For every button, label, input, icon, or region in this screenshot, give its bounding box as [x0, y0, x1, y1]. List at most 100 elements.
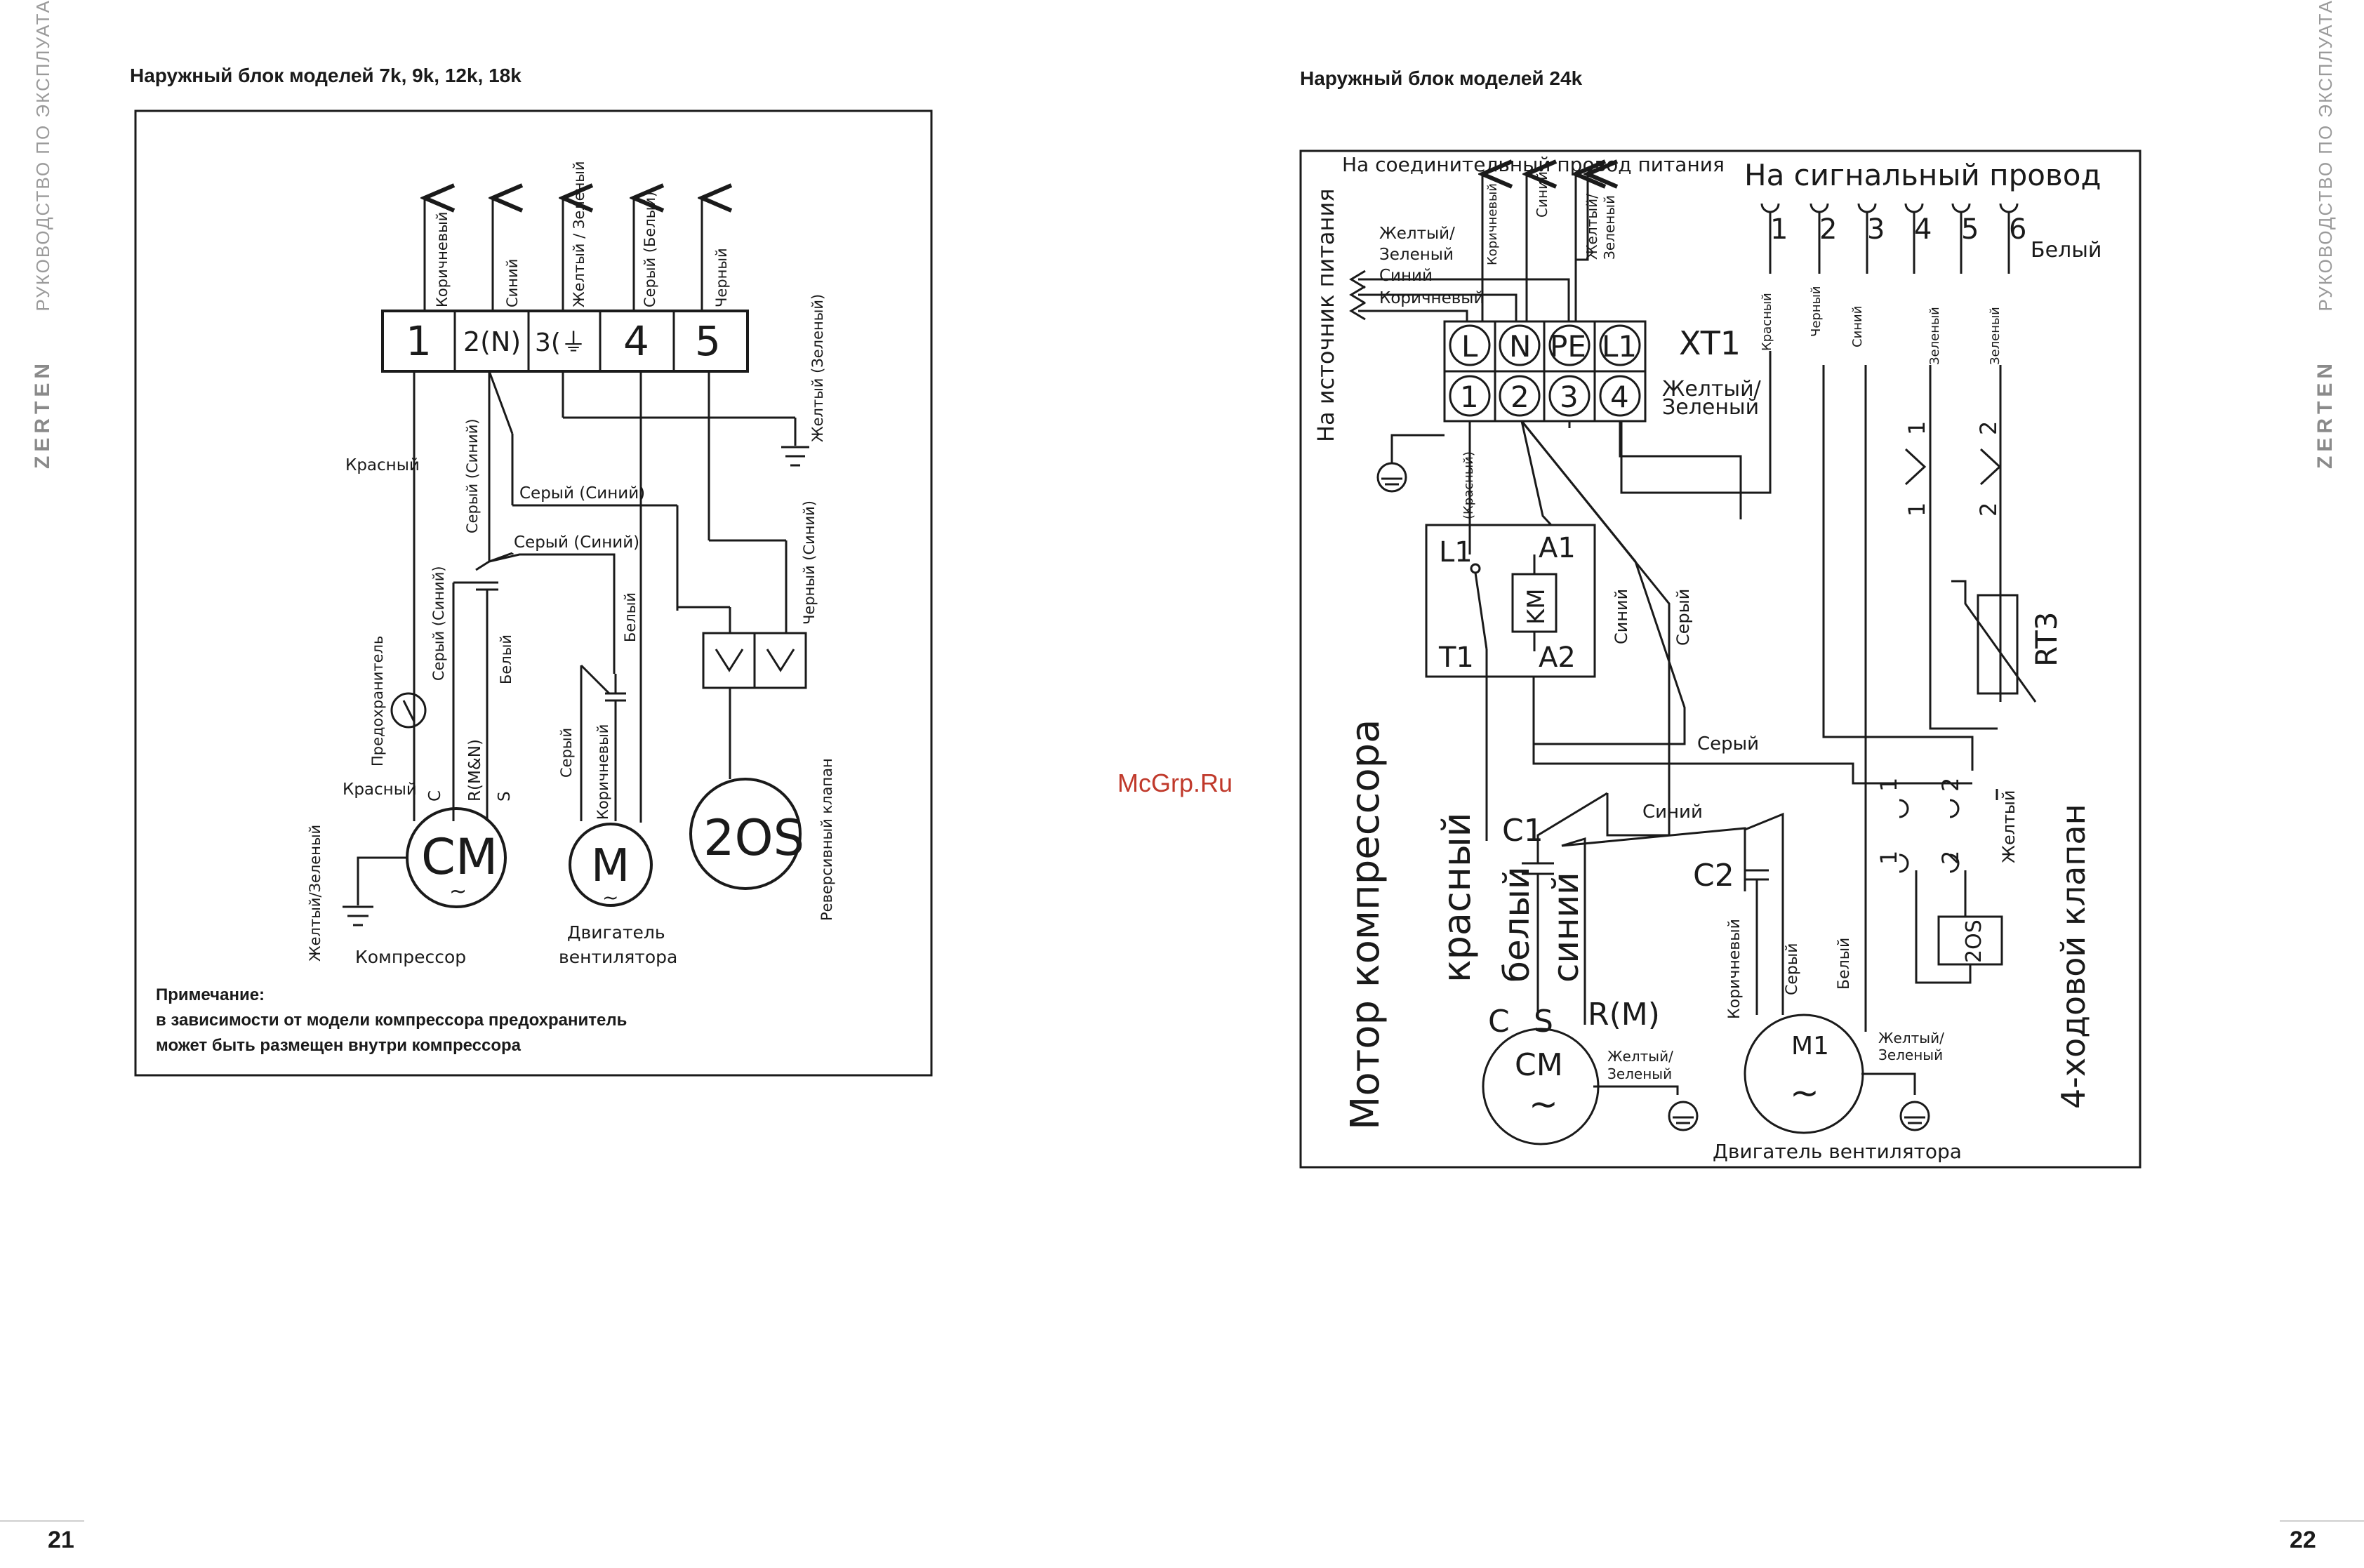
c2-grey: Серый: [1784, 943, 1801, 995]
wire-grey: Серый: [558, 728, 575, 778]
sig-1: 1: [1770, 213, 1788, 246]
up-blue: Синий: [1534, 171, 1550, 218]
red-big: красный: [1435, 812, 1479, 983]
fan-label-2: вентилятора: [559, 947, 677, 967]
wire-red-1: Красный: [345, 456, 420, 474]
right-frame: [1299, 150, 2141, 1169]
wire-blue-h: Синий: [1642, 802, 1703, 823]
m1-white: Белый: [1835, 938, 1853, 990]
left-page-title: Наружный блок моделей 7k, 9k, 12k, 18k: [130, 65, 522, 86]
note-title: Примечание:: [156, 985, 265, 1004]
left-frame: [134, 109, 933, 1077]
c2-brown: Коричневый: [1726, 919, 1744, 1019]
wire-brown: Коричневый: [434, 212, 451, 307]
valve-1b: 1: [1875, 851, 1902, 865]
src-yg2: Зеленый: [1379, 246, 1454, 264]
cm-label: CM: [421, 828, 498, 886]
left-terminal-block: [381, 310, 749, 373]
xt1-L: L: [1461, 329, 1478, 364]
left-wiring-diagram: 1 2(N) 3(⏚ 4 5 Коричневый Синий Желтый /…: [134, 109, 933, 1077]
wire-yg-comp: Желтый/Зеленый: [307, 825, 324, 962]
left-term-5: 5: [695, 317, 721, 365]
c1-label: C1: [1502, 813, 1543, 849]
sig-blue: Синий: [1850, 306, 1865, 347]
left-2os: [689, 778, 802, 890]
right-cm-label: CM: [1515, 1047, 1563, 1083]
left-term-4: 4: [623, 317, 649, 365]
note-line-2: может быть размещен внутри компрессора: [156, 1036, 521, 1055]
rt3-thermistor: [1977, 594, 2019, 695]
white-big: белый: [1496, 866, 1537, 983]
page-line-left: [0, 1520, 84, 1522]
pin-s: S: [496, 791, 514, 802]
power-source-label: На источник питания: [1313, 188, 1339, 442]
fan-label-1: Двигатель: [567, 922, 665, 943]
wire-black: Черный: [713, 248, 730, 307]
reverse-valve-label: Реверсивный клапан: [818, 758, 835, 921]
wire-white-1: Белый: [498, 634, 514, 684]
contact-1a: 1: [1904, 421, 1930, 435]
m1-yg2: Зеленый: [1878, 1047, 1943, 1063]
xt1-4: 4: [1610, 380, 1629, 414]
page-number-right: 22: [2290, 1527, 2316, 1553]
wire-brown-2: Коричневый: [595, 724, 611, 820]
cm-rm: R(M): [1588, 997, 1660, 1032]
left-term-3: 3(⏚: [535, 328, 586, 357]
contact-2b: 2: [1975, 503, 2002, 517]
m1-yg1: Желтый/: [1878, 1030, 1944, 1047]
fuse-label: Предохранитель: [369, 636, 386, 766]
page-number-left: 21: [48, 1527, 74, 1553]
cm-sine: ~: [449, 879, 467, 904]
wire-red-2: Красный: [343, 780, 417, 799]
xt1-label: XT1: [1679, 324, 1741, 362]
white-right: Белый: [2031, 238, 2101, 263]
wire-grey-blue-v: Серый (Синий): [464, 418, 481, 533]
xt1-yg2: Зеленый: [1662, 395, 1759, 420]
sig-green-2: Зеленый: [1988, 307, 2003, 365]
wire-blue-v: Синий: [1612, 589, 1631, 644]
cm-c: C: [1488, 1004, 1510, 1039]
pin-rmn: R(M&N): [466, 739, 484, 802]
tos-label: 2OS: [703, 809, 804, 867]
sig-red: Красный: [1760, 293, 1774, 351]
sig-5: 5: [1961, 213, 1979, 246]
right-cm-sine: ~: [1529, 1084, 1558, 1124]
power-wire-label: На соединительный провод питания: [1342, 153, 1725, 176]
red-paren: (Красный): [1461, 451, 1476, 519]
watermark: McGrp.Ru: [1117, 769, 1233, 797]
left-term-2: 2(N): [463, 326, 521, 357]
valve-yellow: Желтый: [1999, 790, 2019, 863]
cm-yg1: Желтый/: [1607, 1048, 1673, 1065]
xt1-L1: L1: [1602, 329, 1637, 364]
right-page-title: Наружный блок моделей 24k: [1300, 67, 1583, 89]
fan-motor-label: Двигатель вентилятора: [1713, 1140, 1962, 1163]
up-yg1: Желтый/: [1583, 194, 1600, 260]
relay-km: [1425, 524, 1596, 678]
m-label: M: [591, 840, 630, 892]
src-yg1: Желтый/: [1379, 225, 1455, 243]
wire-grey-blue-h2: Серый (Синий): [514, 533, 639, 552]
c2-label: C2: [1693, 858, 1734, 893]
wire-grey-v: Серый: [1673, 589, 1693, 646]
cm-yg2: Зеленый: [1607, 1065, 1672, 1082]
xt1-1: 1: [1460, 380, 1479, 414]
wire-black-blue: Черный (Синий): [801, 500, 818, 625]
xt1-3: 3: [1560, 380, 1579, 414]
src-brown: Коричневый: [1379, 289, 1484, 307]
sig-3: 3: [1867, 213, 1885, 246]
blue-big: синий: [1546, 872, 1586, 983]
sig-green-1: Зеленый: [1927, 307, 1942, 365]
valve-2a: 2: [1937, 778, 1964, 792]
page-line-right: [2280, 1520, 2364, 1522]
wire-grey-white: Серый (Белый): [642, 192, 658, 307]
cm-s: S: [1534, 1004, 1553, 1039]
wire-grey-h: Серый: [1697, 733, 1759, 755]
xt1-PE: PE: [1550, 329, 1586, 364]
relay-l1: L1: [1439, 536, 1473, 569]
wire-grey-blue-h1: Серый (Синий): [519, 484, 645, 503]
xt1-2: 2: [1510, 380, 1529, 414]
left-term-1: 1: [406, 317, 432, 365]
relay-a2: A2: [1539, 642, 1576, 674]
relay-km-label: KM: [1522, 588, 1550, 625]
